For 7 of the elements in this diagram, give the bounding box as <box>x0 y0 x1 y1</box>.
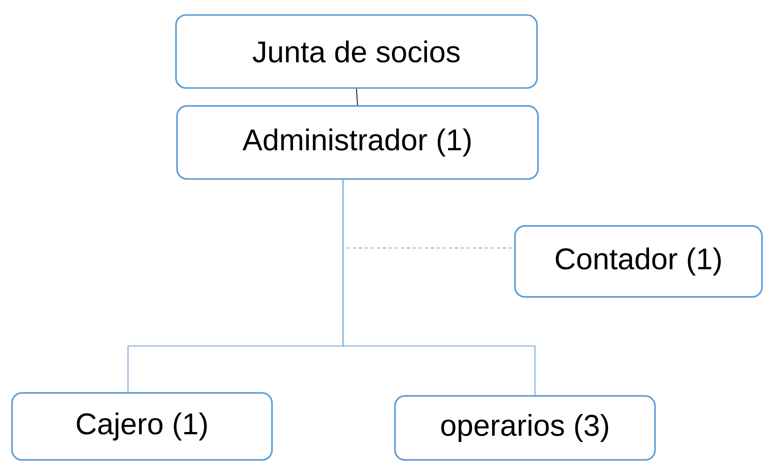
connector-line <box>342 179 536 396</box>
org-box: operarios (3) <box>394 395 656 461</box>
connector-line <box>356 88 358 106</box>
org-box: Contador (1) <box>514 225 763 298</box>
org-box: Cajero (1) <box>11 392 273 461</box>
org-box: Administrador (1) <box>176 105 539 180</box>
org-box: Junta de socios <box>175 14 538 89</box>
